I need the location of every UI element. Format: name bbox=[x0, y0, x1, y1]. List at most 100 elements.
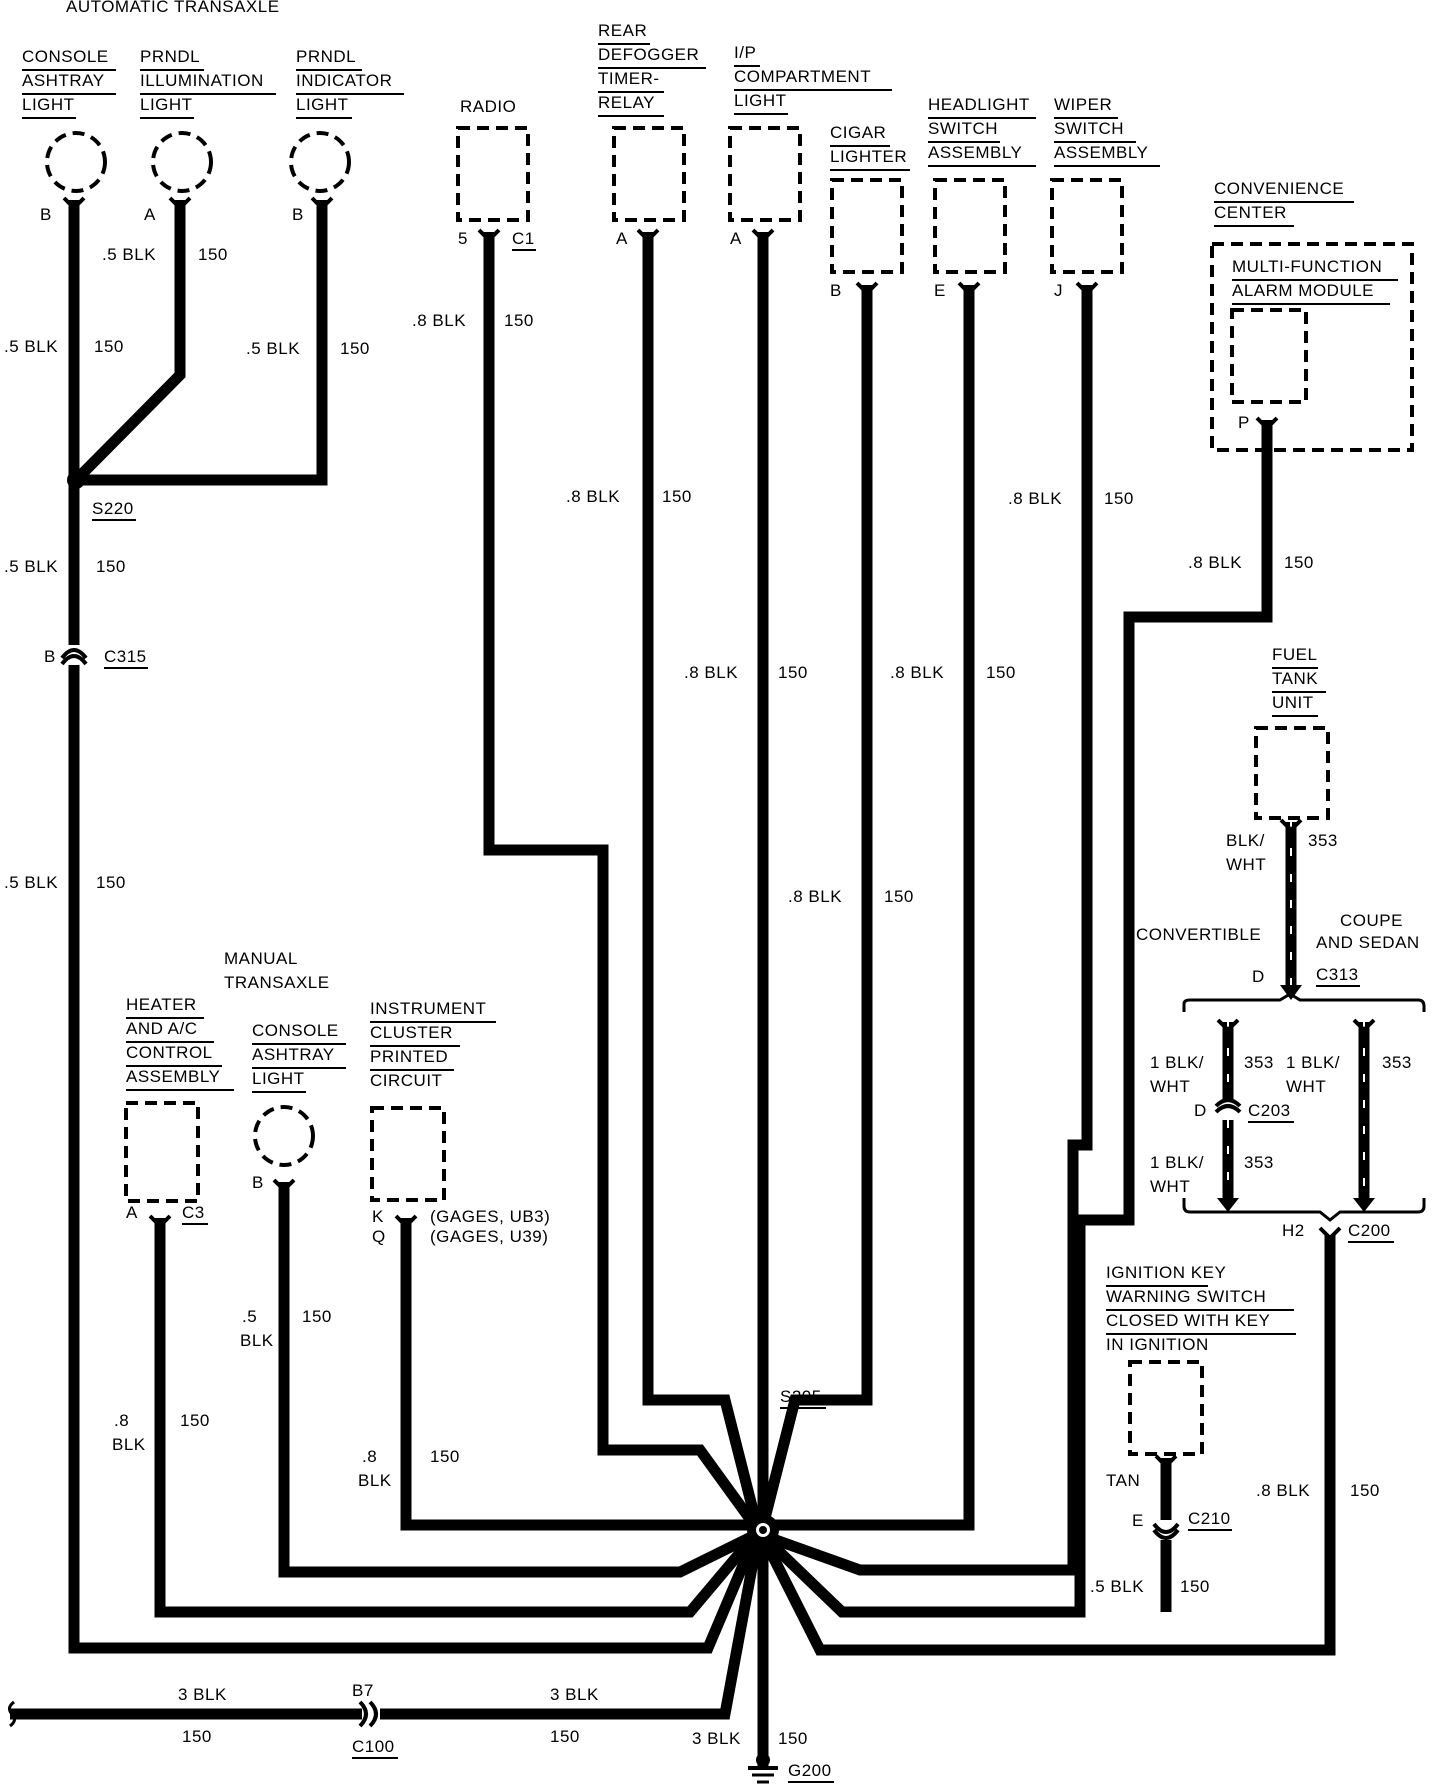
label-rear-defogger-4: RELAY bbox=[598, 93, 655, 112]
convenience-center-box bbox=[1210, 242, 1414, 452]
pin-c210: E bbox=[1132, 1511, 1144, 1530]
label-console-ashtray-bottom-2: ASHTRAY bbox=[252, 1045, 335, 1064]
pin-rear-defogger: A bbox=[616, 229, 628, 248]
label-fuel-tank-3: UNIT bbox=[1272, 693, 1314, 712]
rear-defogger-box bbox=[612, 126, 686, 222]
pin-prndl-illum: A bbox=[144, 205, 156, 224]
wire-c100-right bbox=[380, 1534, 764, 1720]
label-console-ashtray-bottom-3: LIGHT bbox=[252, 1069, 305, 1088]
instrument-cluster-box bbox=[370, 1106, 446, 1202]
label-prndl-illum-1: PRNDL bbox=[140, 47, 200, 66]
label-ignition-2: WARNING SWITCH bbox=[1106, 1287, 1266, 1306]
label-instrument-2: CLUSTER bbox=[370, 1023, 453, 1042]
wire-wiper-switch bbox=[760, 285, 1093, 1576]
brace-c200 bbox=[1182, 1198, 1426, 1222]
circuit-prndl-ind: 150 bbox=[340, 339, 370, 358]
note-convertible: CONVERTIBLE bbox=[1136, 925, 1261, 944]
terminals bbox=[62, 196, 1376, 1469]
pin-headlight: E bbox=[934, 281, 946, 300]
label-prndl-ind-1: PRNDL bbox=[296, 47, 356, 66]
prndl-illumination-light-bulb bbox=[151, 131, 213, 193]
labels: AUTOMATIC TRANSAXLE CONSOLE ASHTRAY LIGH… bbox=[4, 0, 1420, 1783]
label-radio: RADIO bbox=[460, 97, 516, 116]
label-rear-defogger-3: TIMER- bbox=[598, 69, 660, 88]
gauge-console-top: .5 BLK bbox=[4, 337, 58, 356]
splice-s220 bbox=[67, 471, 85, 489]
circuit-c315-s205: 150 bbox=[96, 873, 126, 892]
gauge-c210-s205: .5 BLK bbox=[1090, 1577, 1144, 1596]
label-ignition-4: IN IGNITION bbox=[1106, 1335, 1209, 1354]
label-console-ashtray-top-2: ASHTRAY bbox=[22, 71, 105, 90]
pin-wiper: J bbox=[1054, 281, 1063, 300]
circuit-console-top: 150 bbox=[94, 337, 124, 356]
ground-g200-label: G200 bbox=[788, 1761, 832, 1780]
splice-s220-label: S220 bbox=[92, 499, 134, 518]
gauge-cigar: .8 BLK bbox=[788, 887, 842, 906]
note-coupe-sedan-2: AND SEDAN bbox=[1316, 933, 1420, 952]
wire-c200-to-s205 bbox=[757, 1235, 1336, 1656]
gauge-console-bottom-2: BLK bbox=[240, 1331, 274, 1350]
gauge-instrument-2: BLK bbox=[358, 1471, 392, 1490]
label-fuel-tank-2: TANK bbox=[1272, 669, 1318, 688]
circuit-headlight: 150 bbox=[986, 663, 1016, 682]
gauge-coupe-sedan-1: 1 BLK/ bbox=[1286, 1053, 1340, 1072]
brace-c313 bbox=[1182, 992, 1426, 1012]
radio-box bbox=[456, 126, 530, 222]
gauge-c100-right: 3 BLK bbox=[550, 1685, 599, 1704]
circuit-c210-s205: 150 bbox=[1180, 1577, 1210, 1596]
connector-c313: C313 bbox=[1316, 965, 1359, 984]
label-prndl-ind-3: LIGHT bbox=[296, 95, 349, 114]
connector-radio-c1: C1 bbox=[512, 229, 535, 248]
pin-c203: D bbox=[1194, 1101, 1207, 1120]
gauge-ground: 3 BLK bbox=[692, 1729, 741, 1748]
wire-radio bbox=[483, 232, 763, 1534]
prndl-indicator-light-bulb bbox=[289, 131, 351, 193]
circuit-heater: 150 bbox=[180, 1411, 210, 1430]
gauge-convertible-lower-2: WHT bbox=[1150, 1177, 1190, 1196]
circuit-radio: 150 bbox=[504, 311, 534, 330]
circuit-multifunction: 150 bbox=[1284, 553, 1314, 572]
gauge-fuel-tank-1: BLK/ bbox=[1226, 831, 1265, 850]
label-console-ashtray-top-3: LIGHT bbox=[22, 95, 75, 114]
gauge-prndl-illum: .5 BLK bbox=[102, 245, 156, 264]
arrow-c200-down bbox=[1353, 1198, 1375, 1212]
pin-instr-k: K bbox=[372, 1207, 384, 1226]
circuit-ground: 150 bbox=[778, 1729, 808, 1748]
gauge-convertible-upper-1: 1 BLK/ bbox=[1150, 1053, 1204, 1072]
striped-wires bbox=[1222, 822, 1370, 1200]
label-manual-1: MANUAL bbox=[224, 949, 298, 968]
circuit-convertible-upper: 353 bbox=[1244, 1053, 1274, 1072]
connector-c210: C210 bbox=[1188, 1509, 1231, 1528]
gauge-ignition: TAN bbox=[1106, 1471, 1140, 1490]
label-cigar-2: LIGHTER bbox=[830, 147, 907, 166]
label-instrument-3: PRINTED bbox=[370, 1047, 448, 1066]
splice-s205-label: S205 bbox=[780, 1387, 822, 1406]
label-multifunction-2: ALARM MODULE bbox=[1232, 281, 1374, 300]
instr-k-note: (GAGES, UB3) bbox=[430, 1207, 550, 1226]
braces bbox=[1182, 992, 1426, 1222]
wire-instrument-cluster bbox=[400, 1218, 755, 1531]
gauge-console-bottom-1: .5 bbox=[242, 1307, 257, 1326]
label-heater-4: ASSEMBLY bbox=[126, 1067, 220, 1086]
gauge-rear-defogger: .8 BLK bbox=[566, 487, 620, 506]
gauge-headlight: .8 BLK bbox=[890, 663, 944, 682]
gauge-prndl-ind: .5 BLK bbox=[246, 339, 300, 358]
fuel-tank-unit-box bbox=[1254, 726, 1330, 820]
gauge-fuel-tank-2: WHT bbox=[1226, 855, 1266, 874]
label-headlight-2: SWITCH bbox=[928, 119, 998, 138]
label-rear-defogger-1: REAR bbox=[598, 21, 647, 40]
gauge-convertible-lower-1: 1 BLK/ bbox=[1150, 1153, 1204, 1172]
gauge-radio: .8 BLK bbox=[412, 311, 466, 330]
pin-radio: 5 bbox=[458, 229, 468, 248]
pin-console-bottom: B bbox=[252, 1173, 264, 1192]
pin-c100: B7 bbox=[352, 1681, 374, 1700]
wire-prndl-indicator bbox=[78, 200, 328, 486]
c210-symbol bbox=[1152, 1522, 1180, 1534]
heater-ac-control-box bbox=[124, 1101, 200, 1203]
gauge-s220-c315: .5 BLK bbox=[4, 557, 58, 576]
cigar-lighter-box bbox=[830, 178, 904, 274]
label-prndl-illum-2: ILLUMINATION bbox=[140, 71, 264, 90]
label-instrument-4: CIRCUIT bbox=[370, 1071, 442, 1090]
ip-compartment-box bbox=[728, 126, 802, 222]
gauge-multifunction: .8 BLK bbox=[1188, 553, 1242, 572]
